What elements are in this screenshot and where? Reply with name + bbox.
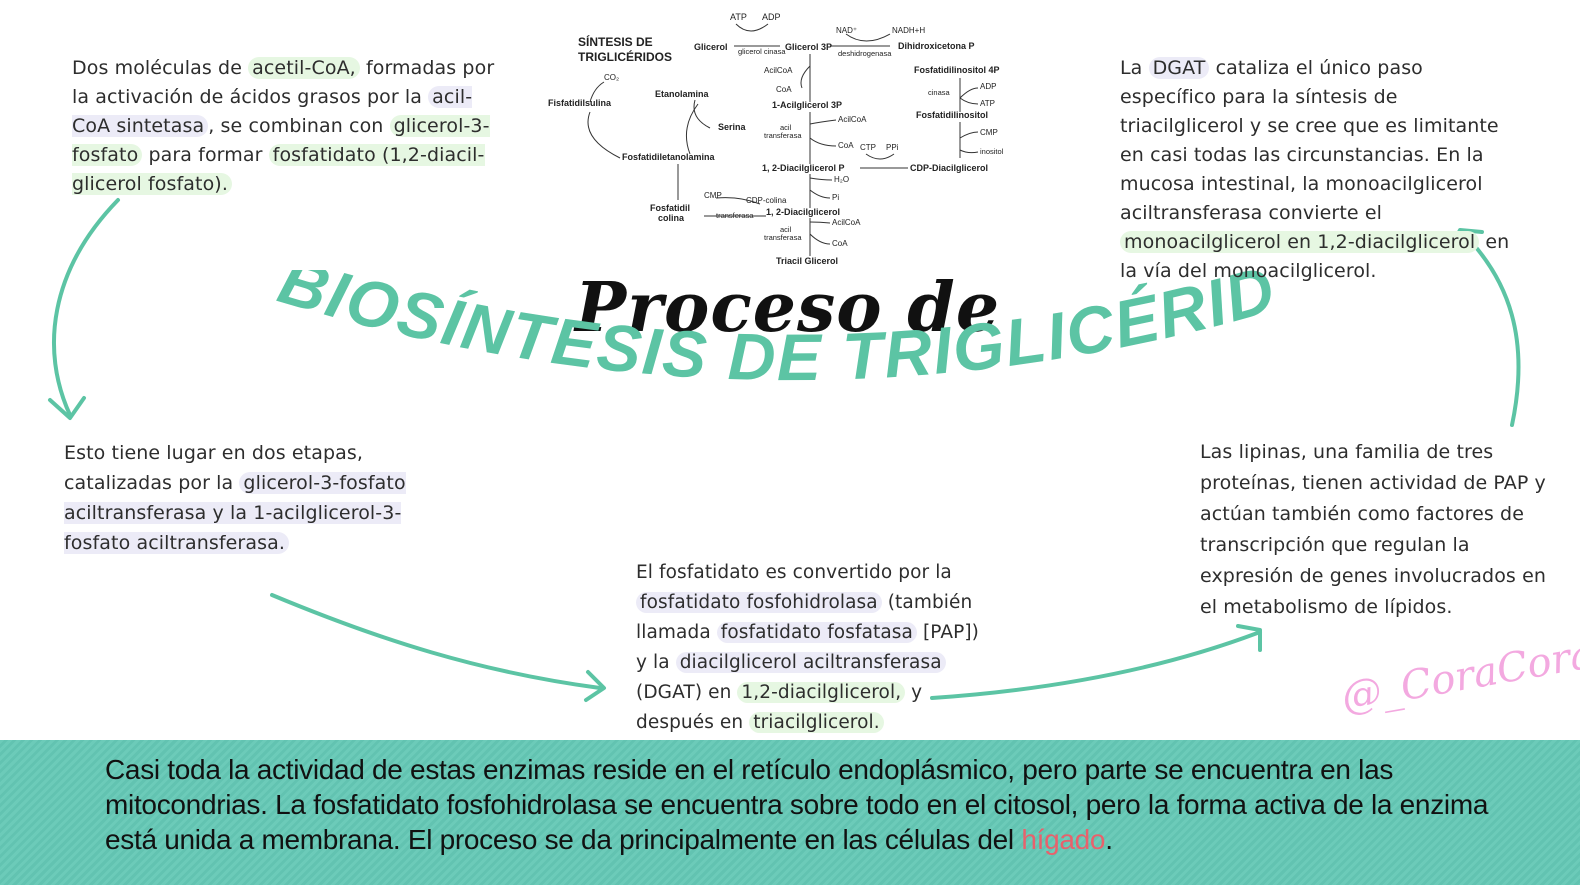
paragraph-text: y después en <box>636 682 923 733</box>
label-nadh: NADH+H <box>892 26 925 35</box>
footer-highlight-word: hígado <box>1021 824 1106 855</box>
label-ppi: PPi <box>886 143 899 152</box>
paragraph-etapas: Esto tiene lugar en dos etapas, cataliza… <box>64 438 414 558</box>
highlighted-term: diacilglicerol aciltransferasa <box>675 652 946 673</box>
arrowhead-3 <box>1236 624 1262 652</box>
paragraph-text: para formar <box>142 144 269 166</box>
label-cdp-colina: CDP-colina <box>746 196 787 205</box>
paragraph-text: [PAP]) y la <box>636 622 980 673</box>
arrow-midleft-to-center <box>270 593 602 690</box>
label-coa2: CoA <box>838 141 854 150</box>
label-fosfatidiletanolamina: Fosfatidiletanolamina <box>622 152 716 162</box>
title-line2-svg: BIOSÍNTESIS DE TRIGLICÉRIDOS <box>255 270 1282 394</box>
label-deshidrogenasa: deshidrogenasa <box>838 49 892 58</box>
paragraph-text: formadas por la activación de ácidos gra… <box>72 57 495 108</box>
label-etanolamina: Etanolamina <box>655 89 710 99</box>
label-nad: NAD⁺ <box>836 26 857 35</box>
paragraph-acetil-coa: Dos moléculas de acetil-CoA, formadas po… <box>72 54 502 199</box>
paragraph-text: Esto tiene lugar en dos etapas, cataliza… <box>64 442 364 494</box>
label-acilglicerol3p: 1-Acilglicerol 3P <box>772 100 842 110</box>
footer-text: Casi toda la actividad de estas enzimas … <box>105 752 1505 857</box>
arrowhead-2 <box>584 670 606 702</box>
footer-text-end: . <box>1105 824 1113 855</box>
label-inositol: inositol <box>980 147 1004 156</box>
highlighted-term: DGAT <box>1148 57 1210 79</box>
label-coa1: CoA <box>776 85 792 94</box>
label-glicerol: Glicerol <box>694 42 728 52</box>
label-pi: Pi <box>832 193 839 202</box>
label-cmp2: CMP <box>704 191 722 200</box>
label-adp2: ADP <box>980 82 996 91</box>
paragraph-dgat: La DGAT cataliza el único paso específic… <box>1120 54 1515 286</box>
label-serina: Serina <box>718 122 747 132</box>
label-dihidroxicetona: Dihidroxicetona P <box>898 41 975 51</box>
diagram-title: SÍNTESIS DE TRIGLICÉRIDOS <box>578 34 672 64</box>
paragraph-text: Las lipinas, una familia de tres proteín… <box>1200 441 1547 618</box>
paragraph-text: Dos moléculas de <box>72 57 249 79</box>
arrowhead-1 <box>48 396 86 420</box>
highlighted-term: 1,2-diacilglicerol, <box>737 682 906 703</box>
label-co2: CO₂ <box>604 73 619 82</box>
label-fosfatidilinositol4p: Fosfatidilinositol 4P <box>914 65 1000 75</box>
label-h2o: H₂O <box>834 175 849 184</box>
label-acilcoa3: AcilCoA <box>832 218 861 227</box>
label-diacilglicerol: 1, 2-Diacilglicerol <box>766 207 840 217</box>
paragraph-text: en la vía del monoacilglicerol. <box>1120 231 1510 282</box>
highlighted-term: monoacilglicerol en 1,2-diacilglicerol <box>1120 231 1480 253</box>
label-diacilglicerol-p: 1, 2-Diacilglicerol P <box>762 163 845 173</box>
label-fosfatidilinositol: Fosfatidilinositol <box>916 110 988 120</box>
arrow-center-to-midright <box>930 630 1262 700</box>
paragraph-text: , se combinan con <box>208 115 390 137</box>
paragraph-text: cataliza el único paso específico para l… <box>1120 57 1499 224</box>
arrow-topleft-to-midleft <box>52 198 120 417</box>
highlighted-term: acetil-CoA, <box>248 57 360 79</box>
paragraph-text: (también llamada <box>636 592 973 643</box>
highlighted-term: fosfatidato fosfohidrolasa <box>636 592 882 613</box>
paragraph-lipinas: Las lipinas, una familia de tres proteín… <box>1200 437 1565 623</box>
title-line1: Proceso de <box>575 268 1001 348</box>
label-coa3: CoA <box>832 239 848 248</box>
highlighted-term: fosfatidato fosfatasa <box>716 622 917 643</box>
label-cinasa: cinasa <box>928 88 951 97</box>
paragraph-fosfatidato: El fosfatidato es convertido por la fosf… <box>636 558 981 738</box>
paragraph-text: La <box>1120 57 1149 79</box>
paragraph-text: El fosfatidato es convertido por la <box>636 562 952 583</box>
label-triacil: Triacil Glicerol <box>776 256 838 266</box>
label-glicerol3p: Glicerol 3P <box>785 42 832 52</box>
paragraph-text: (DGAT) en <box>636 682 738 703</box>
label-ctp: CTP <box>860 143 876 152</box>
label-fisfatidilsulina: Fisfatidilsulina <box>548 98 612 108</box>
label-acilcoa2: AcilCoA <box>838 115 867 124</box>
highlighted-term: triacilglicerol. <box>749 712 884 733</box>
label-cmp1: CMP <box>980 128 998 137</box>
label-atp: ATP <box>730 12 747 22</box>
label-atp2: ATP <box>980 99 995 108</box>
label-acilcoa1: AcilCoA <box>764 66 793 75</box>
label-cdp-diacil: CDP-Diacilglicerol <box>910 163 988 173</box>
triglyceride-synthesis-diagram: SÍNTESIS DE TRIGLICÉRIDOS ATP ADP Glicer… <box>548 12 1004 266</box>
label-adp: ADP <box>762 12 781 22</box>
footer-text-main: Casi toda la actividad de estas enzimas … <box>105 754 1489 855</box>
footer-band: Casi toda la actividad de estas enzimas … <box>0 740 1580 885</box>
label-glicerol-cinasa: glicerol cinasa <box>738 47 786 56</box>
arrow-midright-to-topright <box>1460 230 1521 427</box>
